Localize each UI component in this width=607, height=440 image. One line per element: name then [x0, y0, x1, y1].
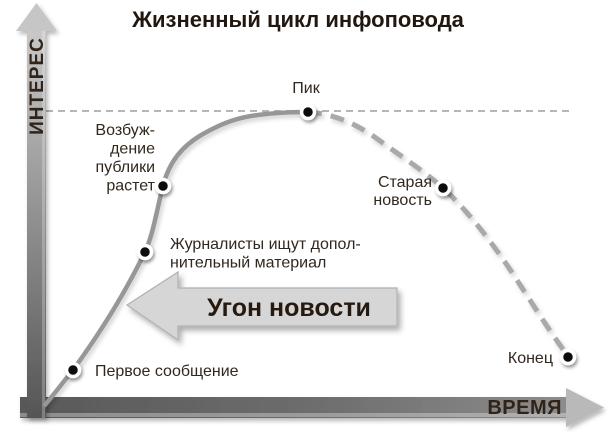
label-journalists: Журналисты ищут допол- нительный материа… — [170, 236, 361, 272]
x-axis-arrowhead — [566, 388, 604, 427]
label-excitement-line4: растет — [106, 178, 155, 195]
callout-arrow — [125, 270, 398, 342]
milestone-dots — [64, 103, 577, 379]
callout-arrow-shape — [125, 270, 398, 342]
dot-peak — [299, 103, 317, 121]
y-axis — [16, 3, 57, 418]
label-journalists-line1: Журналисты ищут допол- — [170, 236, 361, 253]
dot-old-news — [434, 179, 452, 197]
x-axis-bar — [20, 397, 570, 418]
y-axis-bar — [27, 29, 46, 418]
label-excitement-line1: Возбуж- — [95, 122, 155, 139]
y-axis-label: ИНТЕРЕС — [27, 37, 48, 135]
dot-excitement — [154, 177, 172, 195]
page-title: Жизненный цикл инфоповода — [131, 7, 465, 32]
label-excitement-line3: публики — [96, 159, 156, 176]
dot-first-message — [64, 361, 82, 379]
label-old-news-line1: Старая — [378, 174, 432, 191]
label-excitement-line2: дение — [110, 141, 155, 158]
label-journalists-line2: нительный материал — [170, 255, 326, 272]
callout-label: Угон новости — [207, 294, 371, 322]
x-axis-bevel-highlight — [20, 413, 570, 417]
label-excitement: Возбуж- дение публики растет — [95, 122, 155, 195]
dot-end — [559, 348, 577, 366]
label-end: Конец — [508, 350, 553, 367]
y-axis-arrowhead — [16, 3, 57, 31]
x-axis — [20, 388, 604, 427]
label-old-news-line2: новость — [373, 192, 432, 209]
x-axis-label: ВРЕМЯ — [487, 397, 562, 419]
label-old-news: Старая новость — [373, 174, 432, 209]
y-axis-bevel-highlight — [42, 29, 45, 418]
label-peak: Пик — [292, 80, 320, 97]
label-first-message: Первое сообщение — [95, 363, 239, 380]
dot-journalists — [136, 243, 154, 261]
